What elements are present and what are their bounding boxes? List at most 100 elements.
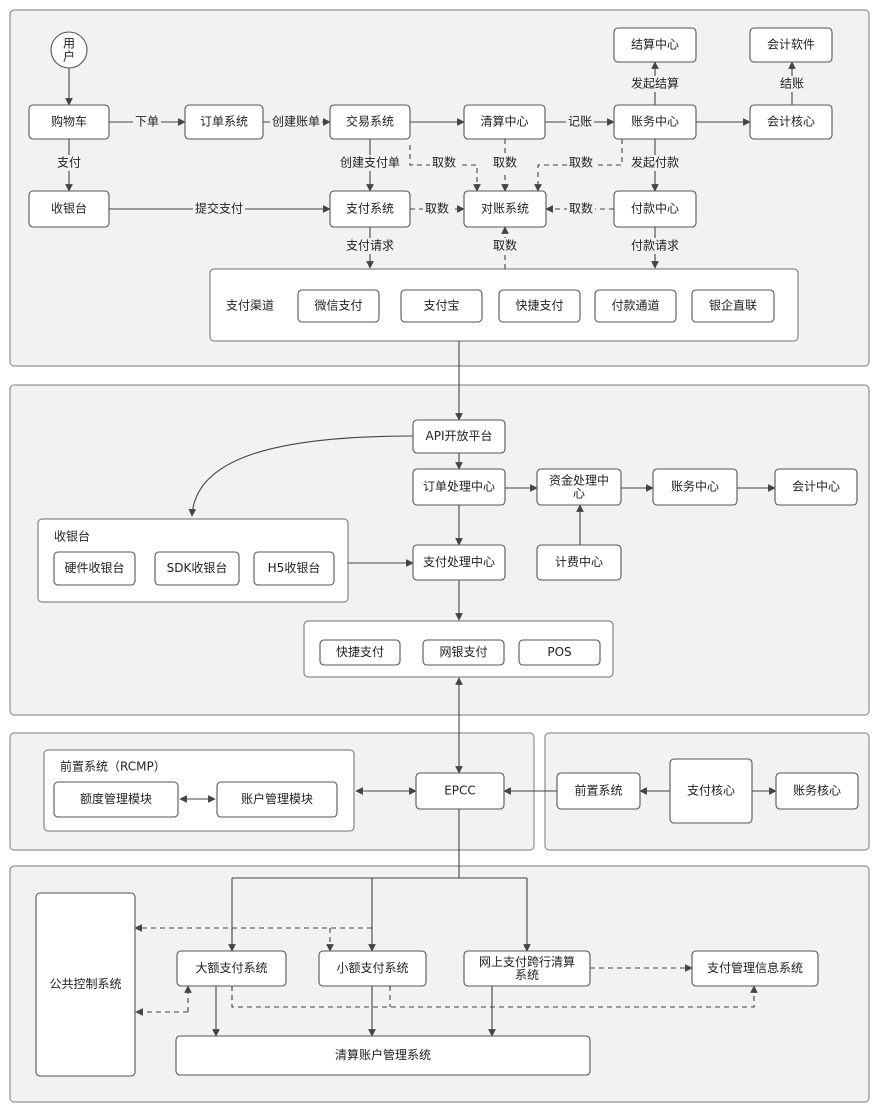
clearing-center-node-label: 清算中心 xyxy=(480,114,528,129)
edge-label-create-bill: 创建账单 xyxy=(272,115,320,129)
accounting-software-node-label: 会计软件 xyxy=(767,38,815,52)
edge-label-initiate-payout-bg xyxy=(629,155,681,171)
accounting-software-node-shape xyxy=(749,27,833,63)
channel-3-node: 快捷支付 xyxy=(498,289,581,323)
edge-label-fetch-3: 取数 xyxy=(569,155,593,170)
epcc-node-label: EPCC xyxy=(444,784,476,798)
payment-processing-node: 支付处理中心 xyxy=(412,544,506,581)
payment-system-node: 支付系统 xyxy=(329,190,411,228)
channel-5-node-shape xyxy=(691,289,775,323)
edge-label-initiate-settlement-bg xyxy=(629,76,681,92)
trade-system-node: 交易系统 xyxy=(329,104,411,140)
ledger-core-node-label: 账务核心 xyxy=(793,783,841,798)
accounting-core-node-shape xyxy=(749,104,833,140)
channel-1-node: 微信支付 xyxy=(297,289,380,323)
fund-processing-node: 资金处理中心 xyxy=(536,468,622,506)
front-system-node-label: 前置系统 xyxy=(574,783,622,798)
billing-center-node-shape xyxy=(536,544,622,581)
edge-label-initiate-settlement: 发起结算 xyxy=(631,76,679,91)
beps-node-shape xyxy=(318,950,427,987)
public-control-node: 公共控制系统 xyxy=(35,892,136,1077)
cashier-type-3-node-label: H5收银台 xyxy=(268,560,321,575)
payment-method-2-node: 网银支付 xyxy=(422,639,505,666)
payment-method-3-node-shape xyxy=(518,639,601,666)
clearing-account-node-label: 清算账户管理系统 xyxy=(335,1047,431,1062)
ledger-center-node-shape xyxy=(613,104,697,140)
payment-method-1-node-shape xyxy=(319,639,401,666)
accounting-core-node: 会计核心 xyxy=(749,104,833,140)
front-system-node: 前置系统 xyxy=(556,772,641,810)
payment-core-node: 支付核心 xyxy=(669,758,753,824)
user-node-shape xyxy=(50,31,88,69)
settlement-center-node: 结算中心 xyxy=(613,27,697,63)
cashier-type-1-node-label: 硬件收银台 xyxy=(64,560,124,575)
clearing-account-node: 清算账户管理系统 xyxy=(175,1035,591,1076)
cashier-type-3-node: H5收银台 xyxy=(253,551,335,586)
ibps-node-shape xyxy=(463,950,591,987)
edge-label-fetch-6: 取数 xyxy=(493,238,517,253)
cart-node-shape xyxy=(28,104,110,140)
public-control-node-shape xyxy=(35,892,136,1077)
hvps-node: 大额支付系统 xyxy=(176,950,287,987)
edge-labels: 下单创建账单记账结账发起结算支付提交支付创建支付单取数取数取数取数取数取数发起付… xyxy=(55,76,806,254)
edges-bottom xyxy=(134,808,758,1037)
pmis-node-label: 支付管理信息系统 xyxy=(707,960,803,975)
settlement-center-node-shape xyxy=(613,27,697,63)
channel-4-node: 付款通道 xyxy=(594,289,677,323)
edge-label-initiate-payout: 发起付款 xyxy=(631,155,679,170)
channel-5-node: 银企直联 xyxy=(691,289,775,323)
edge-label-fetch-4: 取数 xyxy=(425,201,449,216)
payment-method-3-node: POS xyxy=(518,639,601,666)
payment-method-1-node-label: 快捷支付 xyxy=(336,645,384,659)
edge-label-payment-request: 支付请求 xyxy=(346,239,394,253)
accounting-software-node: 会计软件 xyxy=(749,27,833,63)
user-node: 用户 xyxy=(50,31,88,69)
front-system-node-shape xyxy=(556,772,641,810)
order-system-node-label: 订单系统 xyxy=(200,115,248,129)
edge-label-place-order: 下单 xyxy=(135,115,159,129)
edge-label-fetch-6-bg xyxy=(491,238,519,254)
payment-processing-node-label: 支付处理中心 xyxy=(423,554,495,569)
hvps-node-shape xyxy=(176,950,287,987)
billing-center-node: 计费中心 xyxy=(536,544,622,581)
api-platform-node: API开放平台 xyxy=(412,419,506,454)
edge-label-submit-payment-bg xyxy=(193,201,245,217)
middle-ledger-center-node-shape xyxy=(652,468,738,506)
account-module-node-shape xyxy=(216,781,338,818)
cashier-group-title: 收银台 xyxy=(54,529,90,544)
payout-center-node-label: 付款中心 xyxy=(631,201,679,216)
edge-label-settle: 结账 xyxy=(780,77,804,91)
ibps-node: 网上支付跨行清算系统 xyxy=(463,950,591,987)
payment-method-2-node-shape xyxy=(422,639,505,666)
order-processing-node: 订单处理中心 xyxy=(412,468,506,506)
edge-label-place-order-bg xyxy=(133,114,161,130)
user-node-label: 用户 xyxy=(63,36,75,63)
ledger-center-node-label: 账务中心 xyxy=(631,114,679,129)
ledger-core-node-shape xyxy=(775,772,859,810)
fund-processing-node-label: 资金处理中心 xyxy=(549,472,609,500)
cashier-type-1-node-shape xyxy=(53,551,136,586)
payout-center-node: 付款中心 xyxy=(613,190,697,228)
edge-label-bookkeep: 记账 xyxy=(568,115,592,129)
channels-title: 支付渠道 xyxy=(226,299,274,313)
edge-label-payment-request-bg xyxy=(344,238,396,254)
fund-processing-node-shape xyxy=(536,468,622,506)
payment-method-1-node: 快捷支付 xyxy=(319,639,401,666)
edge-label-create-bill-bg xyxy=(270,114,322,130)
cashier-type-2-node: SDK收银台 xyxy=(154,551,240,586)
channel-4-node-label: 付款通道 xyxy=(611,299,659,313)
cashier-type-2-node-label: SDK收银台 xyxy=(167,560,228,575)
payment-core-node-label: 支付核心 xyxy=(687,784,735,798)
cashier-type-3-node-shape xyxy=(253,551,335,586)
edge-label-fetch-1: 取数 xyxy=(432,155,456,170)
pmis-node-shape xyxy=(691,950,819,987)
epcc-node: EPCC xyxy=(415,772,505,810)
beps-node: 小额支付系统 xyxy=(318,950,427,987)
cart-node: 购物车 xyxy=(28,104,110,140)
channel-5-node-label: 银企直联 xyxy=(709,298,757,313)
edge-label-bookkeep-bg xyxy=(566,114,594,130)
edge-label-fetch-2: 取数 xyxy=(493,155,517,170)
cashier-type-1-node: 硬件收银台 xyxy=(53,551,136,586)
channel-2-node: 支付宝 xyxy=(400,289,483,323)
